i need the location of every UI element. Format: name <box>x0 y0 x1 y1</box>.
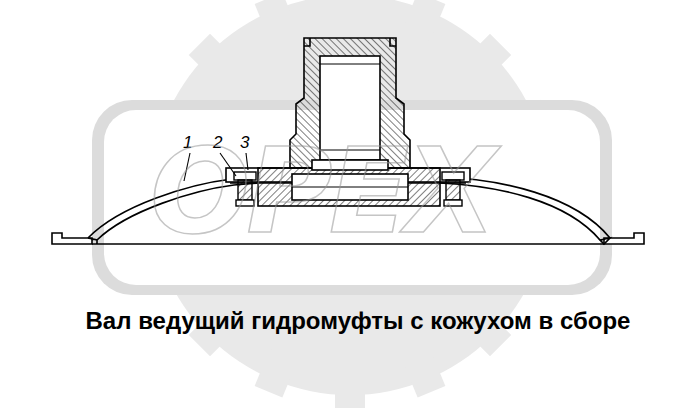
gear-tooth <box>189 34 238 83</box>
gear-tooth <box>402 349 445 397</box>
watermark: ОРЕХ <box>150 132 492 250</box>
gear-tooth <box>335 0 365 22</box>
gear-tooth <box>402 0 445 41</box>
watermark-gear <box>92 0 612 408</box>
gear-tooth <box>255 349 298 397</box>
caption: Вал ведущий гидромуфты с кожухом в сборе <box>66 299 650 343</box>
gear-tooth <box>255 0 298 41</box>
gear-tooth <box>335 368 365 408</box>
gear-tooth <box>462 34 511 83</box>
